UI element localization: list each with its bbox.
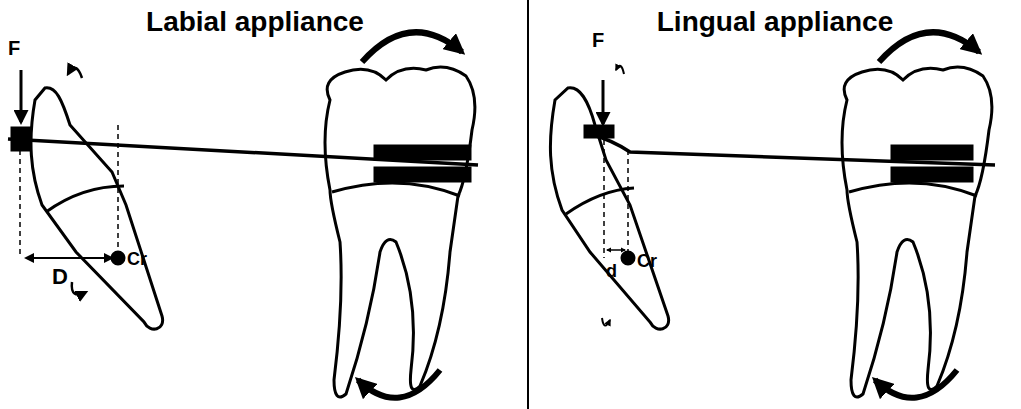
molar-tube	[375, 146, 470, 159]
archwire	[8, 139, 478, 165]
incisor-cej	[46, 186, 124, 212]
molar-cej	[332, 183, 460, 196]
incisor	[31, 88, 163, 329]
rotation-arrow	[602, 318, 610, 326]
archwire	[590, 134, 995, 165]
panel-divider	[527, 0, 529, 409]
center-resistance	[112, 252, 124, 264]
dashed-line	[117, 125, 119, 258]
distance-label: D	[52, 266, 68, 288]
distance-label: d	[606, 262, 617, 280]
molar-cej	[849, 183, 977, 196]
rotation-arrow	[362, 32, 462, 62]
force-label: F	[8, 38, 20, 58]
lingual-panel	[550, 32, 995, 398]
rotation-arrow	[875, 370, 957, 398]
molar-tube	[892, 146, 972, 159]
rotation-arrow	[68, 68, 82, 78]
point-label: Cr	[127, 250, 147, 268]
rotation-arrow	[879, 32, 979, 62]
rotation-arrow	[72, 282, 86, 294]
panel-title: Lingual appliance	[657, 8, 893, 36]
force-arrow	[602, 80, 605, 124]
dashed-line	[19, 150, 21, 258]
center-resistance	[622, 252, 634, 264]
labial-panel	[8, 32, 478, 398]
molar-tube	[892, 168, 972, 181]
dashed-line	[627, 150, 629, 258]
rotation-arrow	[358, 370, 440, 398]
incisor	[550, 88, 668, 329]
force-label: F	[592, 30, 604, 50]
moment-arm	[607, 249, 625, 251]
panel-title: Labial appliance	[146, 8, 364, 36]
molar	[325, 67, 475, 397]
point-label: Cr	[637, 252, 657, 270]
molar	[842, 67, 992, 397]
incisor-cej	[566, 188, 634, 214]
moment-arm	[26, 257, 112, 259]
molar-tube	[375, 168, 470, 181]
force-arrow	[20, 70, 23, 122]
dashed-line	[603, 140, 605, 258]
rotation-arrow	[616, 66, 624, 74]
